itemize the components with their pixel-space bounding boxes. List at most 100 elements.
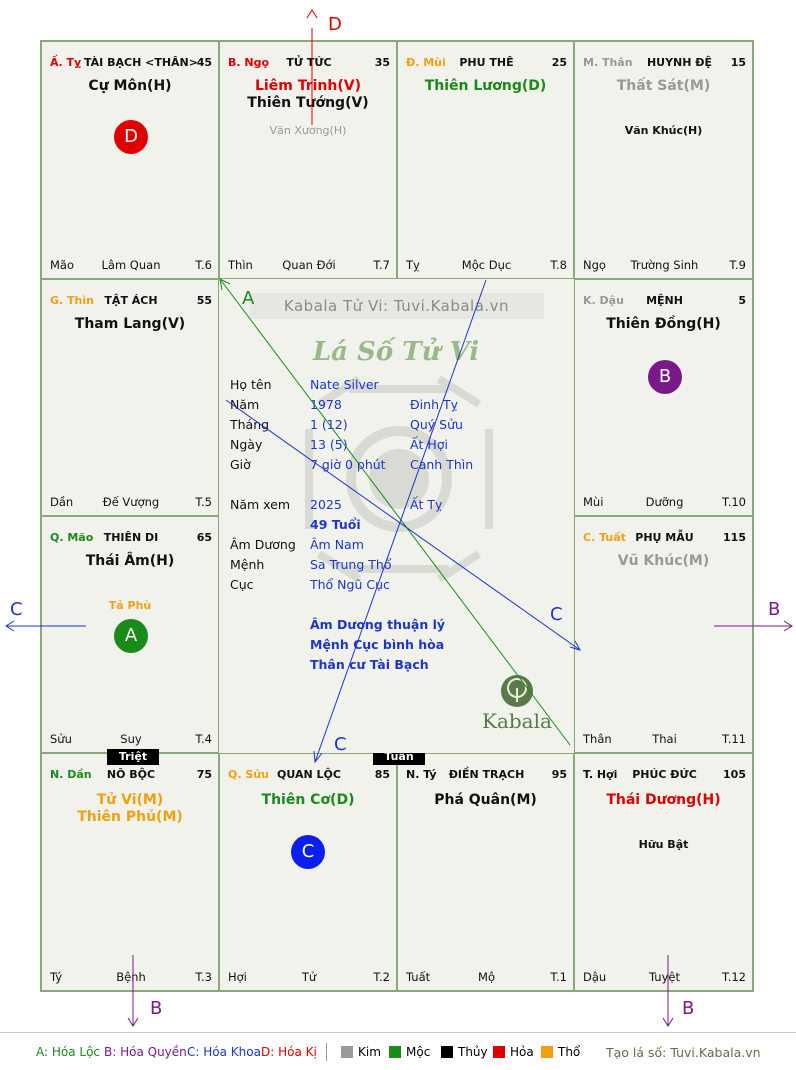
legend-kim: Kim [358, 1045, 381, 1059]
main-star: Vũ Khúc(M) [617, 553, 710, 569]
foot-right: T.6 [195, 258, 212, 272]
hoa-loc-circle: A [114, 619, 148, 653]
branch-label: N. Dần [50, 768, 92, 781]
label-view-year: Năm xem [230, 497, 291, 512]
legend-bar: A: Hóa Lộc B: Hóa Quyền C: Hóa Khoa D: H… [0, 1032, 796, 1068]
value-name: Nate Silver [310, 377, 379, 392]
age-label: 65 [196, 531, 212, 544]
palace-name: QUAN LỘC [277, 768, 341, 781]
foot-center: Bệnh [116, 970, 146, 984]
legend-hoa-khoa: C: Hóa Khoa [187, 1045, 261, 1059]
chart-title: Lá Số Tử Vi [312, 337, 480, 367]
foot-left: Thân [583, 732, 612, 746]
foot-center: Suy [120, 732, 142, 746]
foot-right: T.1 [550, 970, 567, 984]
age-label: 85 [374, 768, 390, 781]
arrow-label-b-bottom-left: B [150, 998, 162, 1019]
value-menh: Sa Trung Thổ [310, 557, 392, 572]
main-star: Thiên Tướng(V) [247, 95, 369, 111]
legend-site[interactable]: Tạo lá số: Tuvi.Kabala.vn [606, 1045, 761, 1060]
foot-right: T.3 [195, 970, 212, 984]
palace-name: TỬ TỨC [286, 56, 332, 69]
foot-right: T.7 [373, 258, 390, 272]
arrow-label-b-right: B [768, 599, 780, 620]
kabala-logo-text: Kabala [482, 709, 552, 733]
age-label: 75 [196, 768, 212, 781]
main-star: Thiên Cơ(D) [261, 792, 355, 808]
swatch-moc [389, 1046, 401, 1058]
foot-center: Mộc Dục [461, 258, 512, 272]
label-cuc: Cục [230, 577, 254, 592]
legend-thuy: Thủy [458, 1045, 488, 1059]
branch-label: C. Tuất [583, 531, 626, 544]
main-star: Liêm Trinh(V) [255, 78, 361, 94]
age-label: 95 [551, 768, 567, 781]
foot-right: T.5 [195, 495, 212, 509]
foot-center: Dưỡng [645, 495, 684, 509]
legend-hoa-ki: D: Hóa Kị [261, 1045, 317, 1059]
foot-left: Ngọ [583, 258, 606, 272]
swatch-thuy [441, 1046, 453, 1058]
foot-center: Tử [301, 970, 317, 984]
label-day: Ngày [230, 437, 263, 452]
foot-right: T.8 [550, 258, 567, 272]
foot-right: T.12 [722, 970, 746, 984]
value-am-duong: Âm Nam [310, 537, 364, 552]
swatch-kim [341, 1046, 353, 1058]
palace-name: HUYNH ĐỆ [646, 56, 713, 69]
value-month-can: Quý Sửu [410, 417, 463, 432]
palace-name: THIÊN DI [103, 531, 159, 544]
branch-label: B. Ngọ [228, 56, 270, 69]
legend-hoa: Hỏa [510, 1045, 534, 1059]
main-star: Thái Âm(H) [85, 553, 175, 569]
legend-tho: Thổ [558, 1045, 581, 1059]
label-hour: Giờ [230, 457, 251, 472]
note-1: Âm Dương thuận lý [310, 617, 446, 632]
palace-name: NÔ BỘC [106, 768, 156, 781]
branch-label: Ấ. Tỵ [50, 56, 82, 69]
main-star: Thiên Lương(D) [424, 78, 547, 94]
value-month: 1 (12) [310, 417, 348, 432]
minor-star: Văn Khúc(H) [624, 124, 703, 137]
foot-center: Quan Đới [282, 258, 336, 272]
value-year-can: Đinh Tỵ [410, 397, 459, 412]
legend-hoa-loc: A: Hóa Lộc [36, 1045, 101, 1059]
hoa-ki-circle: D [114, 120, 148, 154]
swatch-hoa [493, 1046, 505, 1058]
minor-star: Tả Phù [108, 599, 152, 612]
palace-name: PHÚC ĐỨC [632, 768, 697, 781]
main-star: Thiên Phủ(M) [77, 809, 183, 825]
note-3: Thân cư Tài Bạch [310, 657, 429, 672]
foot-left: Dần [50, 495, 74, 509]
value-view-year-can: Ất Tỵ [410, 497, 443, 512]
foot-center: Tuyệt [649, 970, 680, 984]
age-label: 15 [730, 56, 746, 69]
foot-right: T.11 [722, 732, 746, 746]
foot-left: Hợi [228, 970, 247, 984]
legend-hoa-quyen: B: Hóa Quyền [104, 1045, 187, 1059]
value-day-can: Ất Hợi [410, 437, 448, 452]
palace-name: PHU THÊ [459, 56, 514, 69]
foot-center: Thai [652, 732, 677, 746]
hoa-quyen-circle: B [648, 360, 682, 394]
branch-label: Đ. Mùi [406, 56, 446, 69]
foot-left: Thìn [228, 258, 253, 272]
value-cuc: Thổ Ngũ Cục [310, 577, 390, 592]
age-label: 25 [551, 56, 567, 69]
label-menh: Mệnh [230, 557, 265, 572]
watermark-banner: Kabala Tử Vi: Tuvi.Kabala.vn [249, 293, 544, 319]
branch-label: K. Dậu [583, 294, 624, 307]
label-year: Năm [230, 397, 260, 412]
main-star: Thiên Đồng(H) [606, 316, 721, 332]
arrow-label-d: D [328, 14, 342, 35]
hoa-khoa-circle: C [291, 835, 325, 869]
value-hour: 7 giờ 0 phút [310, 457, 386, 472]
label-month: Tháng [230, 417, 270, 432]
